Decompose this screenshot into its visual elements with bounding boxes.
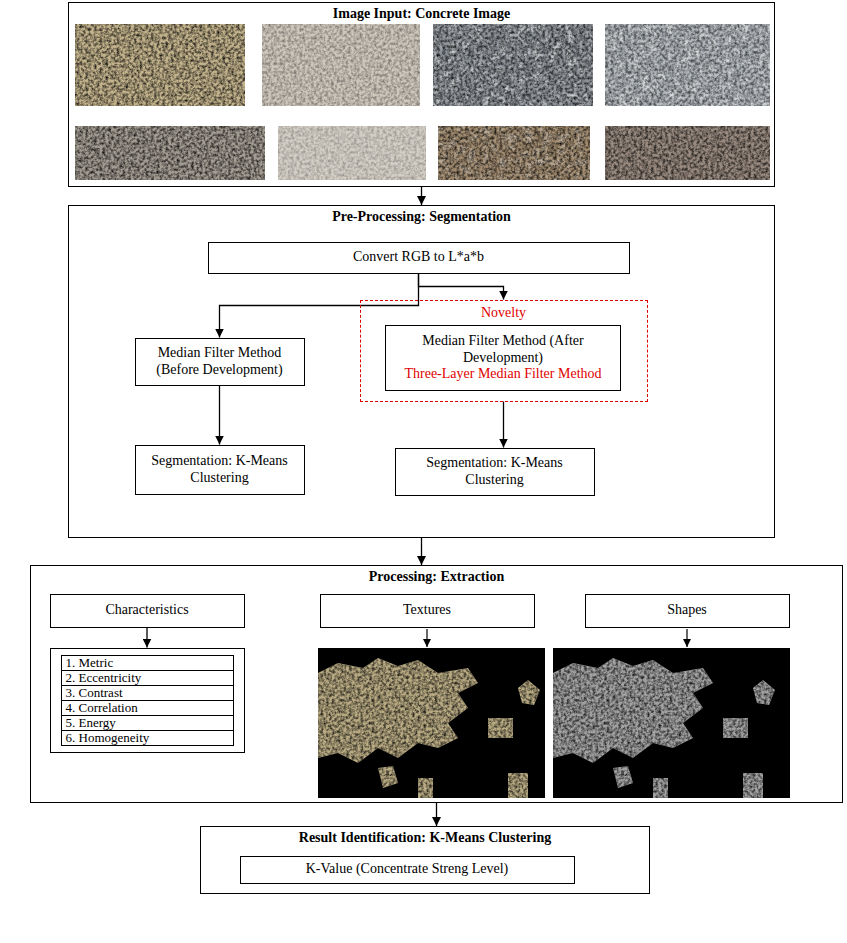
feature-item: 2. Eccentricity	[61, 671, 234, 686]
flow-arrow	[421, 538, 422, 565]
flow-arrow	[419, 274, 504, 300]
texture-image	[318, 648, 545, 798]
concrete-photo	[605, 24, 770, 106]
novelty-frame: NoveltyMedian Filter Method (After Devel…	[360, 300, 648, 402]
box-label: Textures	[403, 602, 451, 619]
result-box: K-Value (Concentrate Streng Level)	[240, 856, 575, 884]
process-box: Shapes	[585, 594, 790, 628]
concrete-photo	[278, 126, 426, 180]
flow-arrow	[421, 187, 422, 205]
process-box: Median Filter Method (Before Development…	[135, 338, 305, 386]
process-box: Textures	[320, 594, 535, 628]
panel: Result Identification: K-Means Clusterin…	[200, 826, 650, 894]
process-box: Segmentation: K-Means Clustering	[135, 445, 305, 495]
panel-title: Image Input: Concrete Image	[69, 3, 774, 22]
box-label: Three-Layer Median Filter Method	[404, 366, 601, 383]
flow-arrow	[436, 803, 437, 826]
panel-title: Pre-Processing: Segmentation	[69, 206, 774, 225]
shape-image	[553, 648, 790, 798]
box-label: Shapes	[667, 602, 707, 619]
concrete-photo	[75, 24, 245, 106]
process-box: Characteristics	[50, 594, 245, 628]
concrete-photo	[75, 126, 265, 180]
feature-item: 5. Energy	[61, 716, 234, 731]
concrete-photo	[433, 24, 593, 106]
concrete-photo	[262, 24, 420, 106]
concrete-photo	[605, 126, 770, 180]
box-label: Median Filter Method (Before Development…	[142, 345, 298, 379]
panel: Pre-Processing: SegmentationConvert RGB …	[68, 205, 775, 538]
image-arrow	[426, 629, 427, 647]
box-label: Convert RGB to L*a*b	[353, 249, 484, 266]
panel: Image Input: Concrete Image	[68, 2, 775, 187]
feature-item: 1. Metric	[61, 655, 234, 671]
box-label: Segmentation: K-Means Clustering	[142, 453, 298, 487]
concrete-photo	[438, 126, 590, 180]
feature-list: 1. Metric2. Eccentricity3. Contrast4. Co…	[50, 648, 245, 753]
flow-arrow	[503, 402, 504, 448]
panel-title: Processing: Extraction	[31, 566, 842, 585]
feature-item: 4. Correlation	[61, 701, 234, 716]
process-box: Convert RGB to L*a*b	[208, 242, 630, 274]
process-box: Segmentation: K-Means Clustering	[395, 448, 595, 496]
panel-title: Result Identification: K-Means Clusterin…	[201, 827, 649, 846]
box-label: Characteristics	[105, 602, 188, 619]
box-label: Median Filter Method (After Development)	[392, 333, 614, 367]
image-arrow	[686, 629, 687, 647]
flow-arrow	[146, 628, 147, 648]
feature-item: 6. Homogeneity	[61, 731, 234, 746]
process-box: Median Filter Method (After Development)…	[385, 325, 621, 391]
box-label: K-Value (Concentrate Streng Level)	[306, 861, 509, 878]
panel-title: Novelty	[361, 305, 647, 321]
feature-item: 3. Contrast	[61, 686, 234, 701]
flow-arrow	[219, 386, 220, 445]
panel: Processing: ExtractionCharacteristics Tex…	[30, 565, 843, 803]
box-label: Segmentation: K-Means Clustering	[402, 455, 588, 489]
